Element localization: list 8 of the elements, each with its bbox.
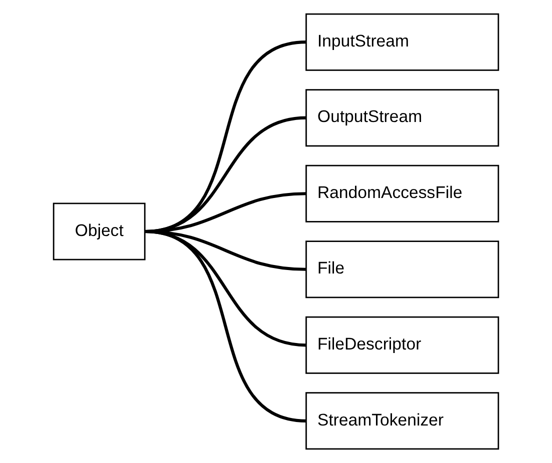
node-box: FileDescriptor	[305, 316, 500, 374]
node-box: RandomAccessFile	[305, 164, 500, 222]
node-box: File	[305, 240, 500, 298]
node-box: InputStream	[305, 13, 500, 71]
node-box: StreamTokenizer	[305, 392, 500, 450]
connector	[144, 230, 306, 422]
node-box: Object	[52, 202, 146, 260]
node-box: OutputStream	[305, 89, 500, 147]
